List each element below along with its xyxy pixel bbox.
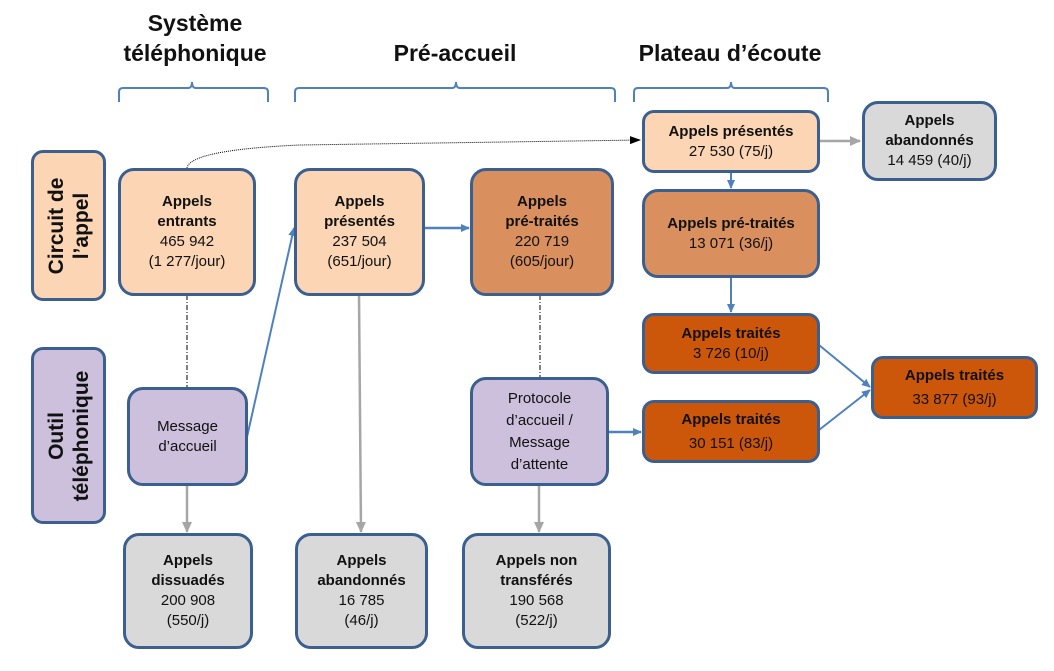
box-value: 465 942 bbox=[159, 233, 215, 250]
row-label-line: Circuit de bbox=[44, 177, 68, 274]
header-systeme-telephonique: Système téléphonique bbox=[110, 8, 280, 68]
box-title: abandonnés bbox=[885, 132, 974, 149]
box-value: 13 071 (36/j) bbox=[688, 234, 774, 252]
arrow-traites-a-to-total bbox=[818, 344, 871, 388]
brace-plateau bbox=[633, 81, 829, 102]
box-pe-appels-traites-b: Appels traités 30 151 (83/j) bbox=[642, 400, 820, 463]
box-rate: (1 277/jour) bbox=[148, 253, 226, 270]
box-title: entrants bbox=[157, 213, 217, 230]
box-value: 30 151 (83/j) bbox=[688, 434, 774, 452]
box-message-accueil: Message d’accueil bbox=[127, 387, 248, 486]
box-appels-non-transferes: Appels non transférés 190 568 (522/j) bbox=[462, 533, 611, 649]
box-pe-appels-traites-a: Appels traités 3 726 (10/j) bbox=[642, 313, 820, 374]
brace-systeme bbox=[118, 81, 269, 102]
box-value: 33 877 (93/j) bbox=[912, 390, 997, 408]
box-title: Appels bbox=[162, 552, 213, 569]
header-plateau-ecoute: Plateau d’écoute bbox=[638, 40, 822, 66]
arrow-traites-b-to-total bbox=[818, 389, 871, 431]
arrow-message-to-presentes bbox=[246, 227, 297, 438]
box-pe-appels-pretraites: Appels pré-traités 13 071 (36/j) bbox=[642, 189, 820, 278]
arrow-entrants-to-plateau bbox=[186, 136, 641, 169]
box-title: Appels bbox=[336, 552, 387, 569]
box-value: 27 530 (75/j) bbox=[688, 142, 774, 160]
box-value: 237 504 bbox=[332, 233, 387, 250]
box-rate: (550/j) bbox=[166, 612, 210, 629]
box-protocole-accueil: Protocole d’accueil / Message d’attente bbox=[470, 377, 609, 486]
box-rate: (605/jour) bbox=[509, 253, 575, 270]
brace-preaccueil bbox=[294, 81, 616, 102]
box-title: Appels traités bbox=[681, 410, 781, 428]
box-value: 190 568 bbox=[509, 592, 564, 609]
box-appels-entrants: Appels entrants 465 942 (1 277/jour) bbox=[118, 168, 256, 296]
box-value: 16 785 bbox=[338, 592, 385, 609]
box-title: Appels pré-traités bbox=[667, 214, 795, 232]
box-text: d’accueil / bbox=[506, 411, 573, 429]
box-value: 14 459 (40/j) bbox=[887, 152, 972, 169]
box-pa-appels-pretraites: Appels pré-traités 220 719 (605/jour) bbox=[470, 168, 614, 296]
box-pe-appels-abandonnes: Appels abandonnés 14 459 (40/j) bbox=[862, 101, 997, 181]
box-text: Message bbox=[509, 433, 570, 451]
box-title: Appels bbox=[904, 112, 955, 129]
box-value: 220 719 bbox=[514, 233, 570, 250]
box-title: Appels présentés bbox=[668, 122, 794, 140]
row-label-line: téléphonique bbox=[69, 370, 93, 501]
row-label-circuit: Circuit de l’appel bbox=[31, 150, 106, 301]
box-title: Appels bbox=[161, 193, 212, 210]
box-title: Appels bbox=[516, 193, 567, 210]
box-value: 3 726 (10/j) bbox=[693, 344, 769, 362]
box-rate: (46/j) bbox=[344, 612, 379, 629]
row-label-outil: Outil téléphonique bbox=[31, 347, 106, 524]
box-title: Appels traités bbox=[904, 366, 1005, 384]
box-value: 200 908 bbox=[160, 592, 216, 609]
box-rate: (651/jour) bbox=[327, 253, 392, 270]
box-pe-appels-presentes: Appels présentés 27 530 (75/j) bbox=[642, 110, 820, 173]
box-pa-appels-presentes: Appels présentés 237 504 (651/jour) bbox=[294, 168, 425, 296]
box-title: Appels non bbox=[495, 552, 578, 569]
box-pe-appels-traites-total: Appels traités 33 877 (93/j) bbox=[871, 356, 1038, 419]
box-text: Protocole bbox=[507, 389, 572, 407]
box-title: abandonnés bbox=[317, 572, 406, 589]
header-line: téléphonique bbox=[123, 40, 267, 66]
row-label-line: Outil bbox=[44, 411, 68, 460]
header-pre-accueil: Pré-accueil bbox=[393, 40, 517, 66]
header-line: Système bbox=[147, 10, 243, 36]
box-title: présentés bbox=[324, 213, 395, 230]
box-rate: (522/j) bbox=[515, 612, 558, 629]
row-label-line: l’appel bbox=[69, 192, 93, 259]
arrow-presentes-to-abandonnes bbox=[355, 294, 366, 533]
box-text: Message bbox=[157, 417, 218, 435]
box-pa-appels-abandonnes: Appels abandonnés 16 785 (46/j) bbox=[295, 533, 428, 649]
box-title: Appels traités bbox=[681, 324, 781, 342]
box-title: transférés bbox=[500, 572, 573, 589]
box-title: Appels bbox=[334, 193, 385, 210]
box-title: dissuadés bbox=[151, 572, 225, 589]
box-text: d’attente bbox=[510, 455, 569, 473]
box-text: d’accueil bbox=[158, 437, 217, 455]
box-title: pré-traités bbox=[505, 213, 579, 230]
box-appels-dissuades: Appels dissuadés 200 908 (550/j) bbox=[123, 533, 253, 649]
